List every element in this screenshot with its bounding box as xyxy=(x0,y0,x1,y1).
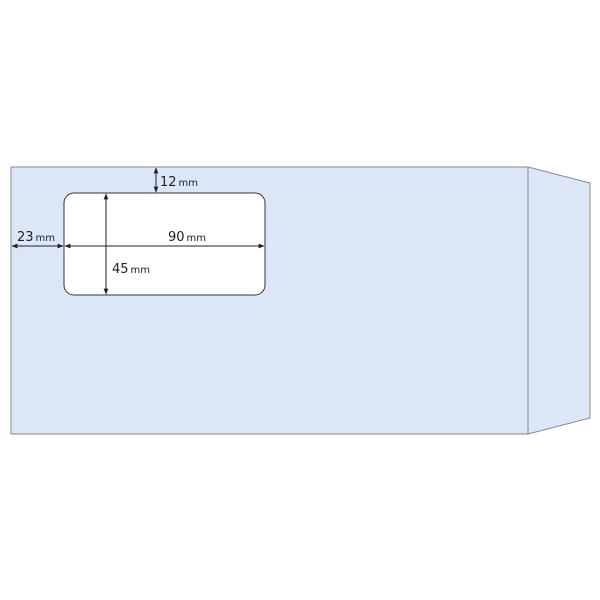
envelope-flap xyxy=(527,166,591,435)
address-window xyxy=(63,192,266,296)
